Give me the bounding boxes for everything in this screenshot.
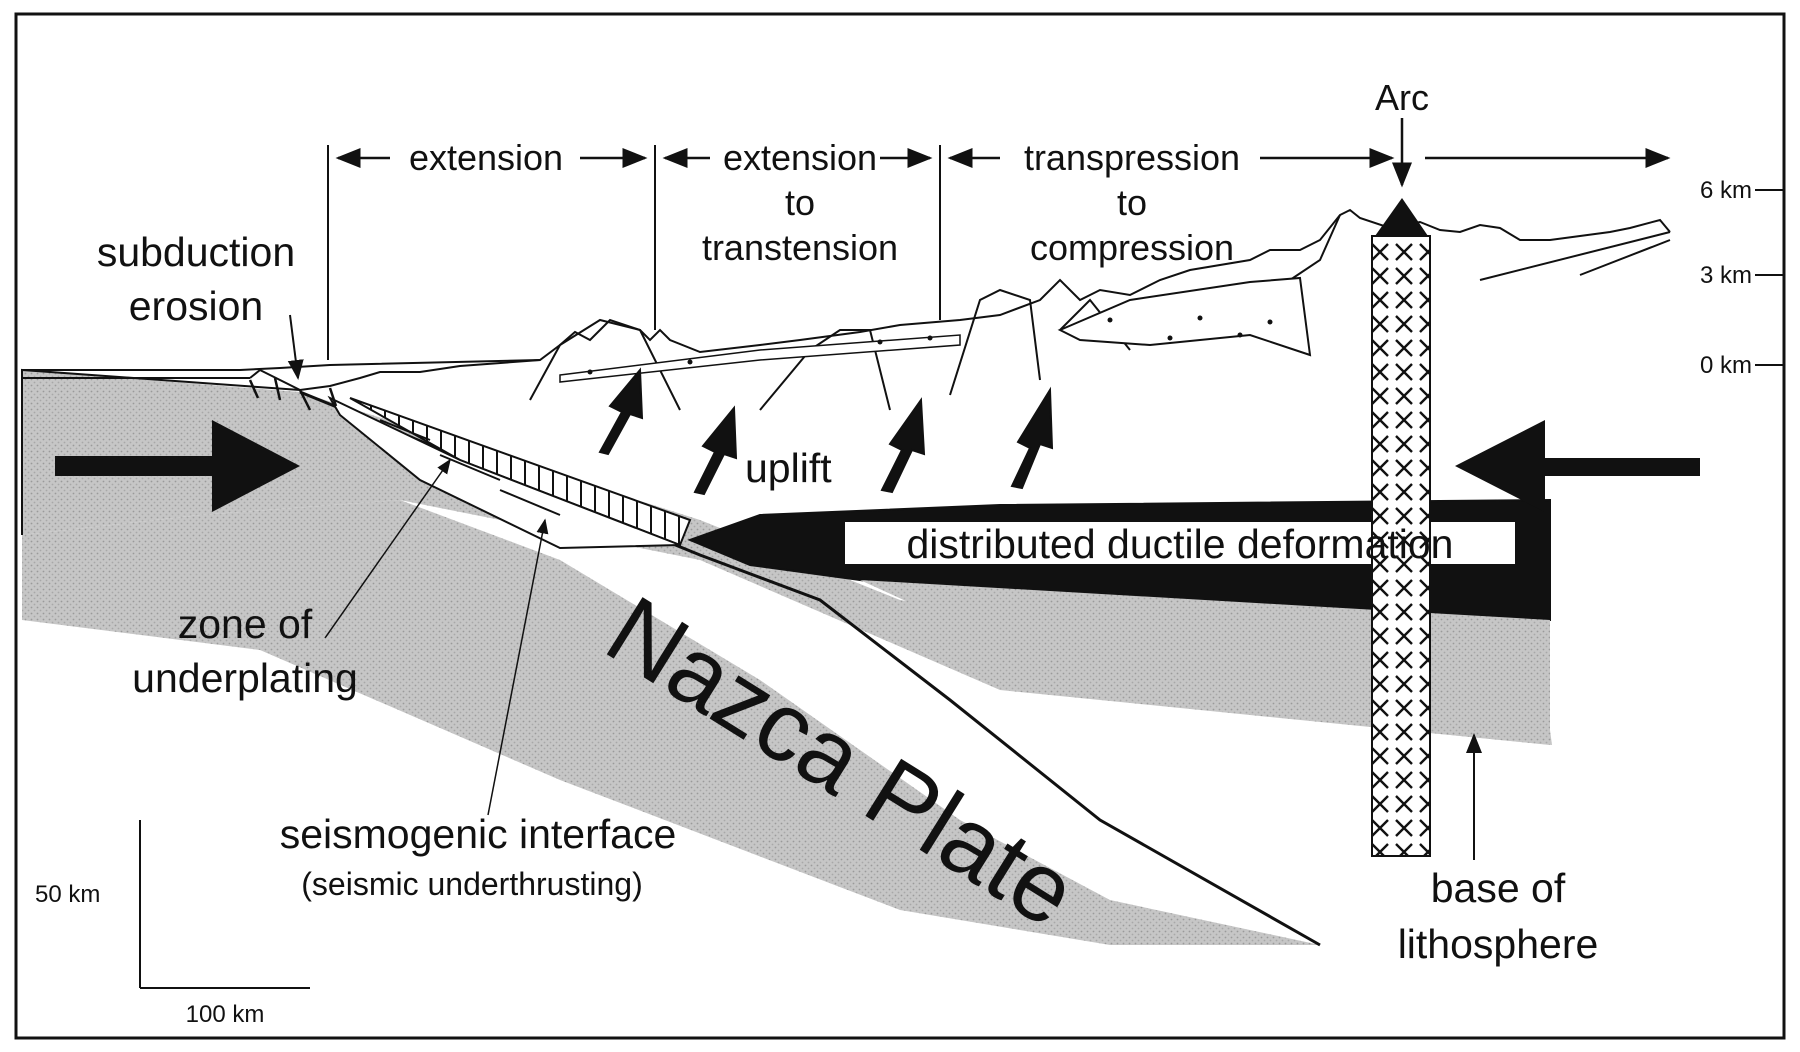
basin-dot — [1237, 332, 1243, 338]
basin-dot — [1197, 315, 1203, 321]
uplift-arrows — [598, 367, 1054, 496]
basin-dot — [1267, 319, 1273, 325]
arc-volcano-icon — [1375, 198, 1428, 236]
range-line-1 — [1479, 231, 1671, 281]
scale-vertical-label: 50 km — [35, 881, 100, 908]
basin-dot — [1107, 317, 1113, 323]
uplift-arrow-1 — [598, 367, 644, 456]
seismogenic-interface-label-2: (seismic underthrusting) — [301, 866, 642, 902]
ext-transtension-label-3: transtension — [702, 227, 898, 268]
arc-conduit — [1371, 235, 1431, 857]
basin-dot — [587, 369, 593, 375]
extension-label: extension — [409, 137, 563, 178]
scale-horizontal-label: 100 km — [186, 1001, 265, 1028]
subduction-erosion-label-1: subduction — [97, 229, 295, 275]
basin-dot — [927, 335, 933, 341]
zone-of-underplating-label-1: zone of — [178, 601, 313, 647]
range-line-2 — [1579, 239, 1671, 276]
basin-dot — [687, 359, 693, 365]
elev-label-6km: 6 km — [1700, 177, 1752, 204]
south-america-convergence-arrow — [1455, 420, 1700, 512]
elev-label-0km: 0 km — [1700, 352, 1752, 379]
transpression-label-1: transpression — [1024, 137, 1240, 178]
nazca-plate-slab — [22, 500, 1320, 945]
uplift-arrow-2 — [693, 405, 738, 496]
basin-dot — [1167, 335, 1173, 341]
ext-transtension-label-1: extension — [723, 137, 877, 178]
trench-faults — [248, 377, 338, 411]
subduction-erosion-label-2: erosion — [129, 283, 263, 329]
seismogenic-interface-leader — [487, 518, 549, 816]
distributed-ductile-label: distributed ductile deformation — [907, 521, 1454, 567]
seismogenic-interface-label-1: seismogenic interface — [280, 811, 677, 857]
nazca-convergence-arrow — [55, 420, 300, 512]
uplift-arrow-4 — [1010, 386, 1054, 490]
base-of-lithosphere-label-2: lithosphere — [1398, 921, 1599, 967]
zone-of-underplating-leader — [324, 458, 451, 639]
block-fault-1 — [529, 318, 681, 411]
basin-fill-lower — [559, 334, 961, 383]
underplating-divider-3 — [499, 489, 561, 516]
uplift-arrow-3 — [880, 397, 926, 494]
underplating-divider-1 — [379, 419, 431, 441]
transpression-label-2: to — [1117, 182, 1147, 223]
basin-dot — [877, 339, 883, 345]
elev-label-3km: 3 km — [1700, 262, 1752, 289]
sea-surface-line — [22, 359, 541, 371]
zone-of-underplating-label-2: underplating — [132, 655, 358, 701]
forearc-topography — [249, 208, 1671, 392]
block-fault-2 — [759, 329, 891, 411]
base-of-lithosphere-label-1: base of — [1431, 865, 1566, 911]
underplating-zone — [327, 395, 681, 550]
arc-label: Arc — [1375, 77, 1429, 118]
block-fault-3 — [949, 288, 1041, 396]
outer-frame — [14, 12, 1786, 1040]
arc-volcano-slope — [1289, 214, 1341, 281]
uplift-label: uplift — [745, 445, 832, 491]
transpression-label-3: compression — [1030, 227, 1234, 268]
basin-fill-upper — [1057, 276, 1312, 357]
subduction-erosion-leader — [287, 314, 304, 380]
ext-transtension-label-2: to — [785, 182, 815, 223]
